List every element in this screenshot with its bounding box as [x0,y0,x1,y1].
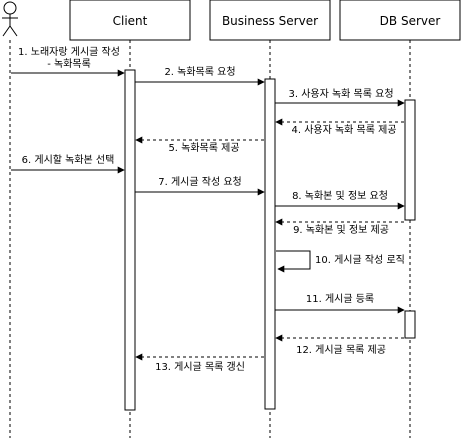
business-activation-bar [264,78,276,410]
message-4: 4. 사용자 녹화 목록 제공 [275,118,404,136]
message-1-label-line-2: - 녹화목록 [47,58,91,70]
message-9: 9. 녹화본 및 정보 제공 [275,218,404,236]
message-5-label: 5. 녹화목록 제공 [168,142,239,154]
message-13: 13. 게시글 목록 갱신 [135,353,264,373]
message-8: 8. 녹화본 및 정보 요청 [275,190,405,210]
message-4-label: 4. 사용자 녹화 목록 제공 [291,124,396,136]
participant-client: Client [69,0,191,41]
participant-client-label: Client [113,14,148,28]
message-10-label: 10. 게시글 작성 로직 [315,254,405,266]
message-3-label: 3. 사용자 녹화 목록 요청 [288,88,393,100]
participant-db-label: DB Server [380,14,441,28]
message-1-label-line-1: 1. 노래자랑 게시글 작성 [18,46,120,58]
message-5: 5. 녹화목록 제공 [135,136,264,154]
message-7: 7. 게시글 작성 요청 [135,176,265,196]
message-12: 12. 게시글 목록 제공 [275,334,404,356]
message-11: 11. 게시글 등록 [275,293,405,314]
message-9-label: 9. 녹화본 및 정보 제공 [293,224,389,236]
participant-business-server: Business Server [209,0,331,41]
message-7-label: 7. 게시글 작성 요청 [158,176,241,188]
message-10-self: 10. 게시글 작성 로직 [276,250,405,273]
participant-db-server: DB Server [339,0,461,41]
message-3: 3. 사용자 녹화 목록 요청 [275,88,405,107]
client-activation-bar [124,69,136,411]
message-1: 1. 노래자랑 게시글 작성 - 녹화목록 [11,46,125,77]
db-activation-bar-1 [404,99,416,221]
participant-business-label: Business Server [222,14,318,28]
db-activation-bar-2 [404,310,416,339]
message-12-label: 12. 게시글 목록 제공 [296,344,386,356]
message-13-label: 13. 게시글 목록 갱신 [155,361,245,373]
message-8-label: 8. 녹화본 및 정보 요청 [292,190,388,202]
actor-figure [2,1,18,37]
message-6: 6. 게시할 녹화본 선택 [11,154,125,174]
message-6-label: 6. 게시할 녹화본 선택 [22,154,115,166]
message-11-label: 11. 게시글 등록 [306,293,374,305]
message-2: 2. 녹화목록 요청 [135,66,265,86]
message-2-label: 2. 녹화목록 요청 [164,66,235,78]
